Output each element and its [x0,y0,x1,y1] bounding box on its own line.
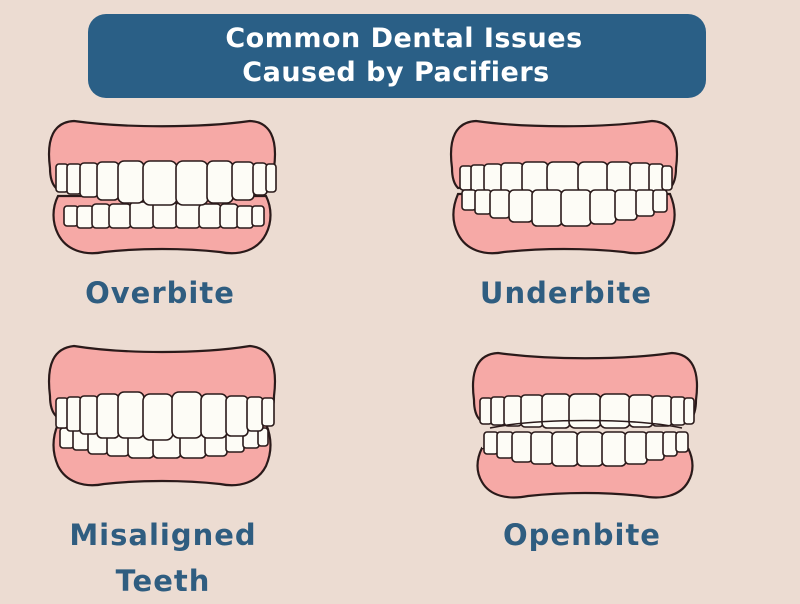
openbite-label: Openbite [503,518,661,552]
title-banner: Common Dental Issues Caused by Pacifiers [88,14,706,98]
underbite-teeth-illustration [450,119,678,255]
title-line-2: Caused by Pacifiers [242,57,550,88]
underbite-label: Underbite [479,276,653,310]
misaligned-label: Misaligned Teeth [50,512,276,604]
misaligned-label-line-2: Teeth [115,564,211,598]
openbite-teeth-illustration [472,351,698,499]
misaligned-label-line-1: Misaligned [69,518,257,552]
misaligned-teeth-illustration [48,344,276,487]
overbite-teeth-illustration [48,119,277,255]
title-line-1: Common Dental Issues [225,23,583,54]
overbite-label: Overbite [85,276,235,310]
